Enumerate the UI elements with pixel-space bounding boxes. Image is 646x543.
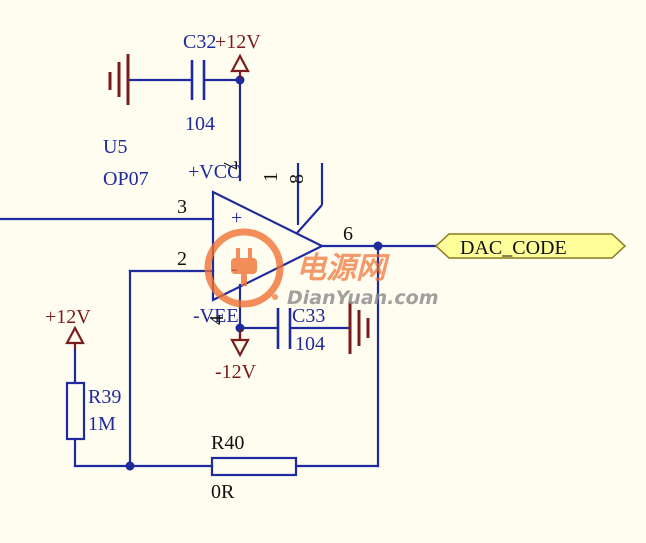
r39-ref: R39 (88, 386, 121, 408)
watermark-cn: 电源网 (296, 251, 390, 286)
c33-value: 104 (295, 333, 325, 355)
junction-dot-feedback (125, 461, 135, 471)
plug-icon (231, 248, 257, 286)
pin-2-number: 2 (177, 248, 187, 270)
watermark-en: DianYuan.com (287, 287, 439, 309)
u5-ref: U5 (103, 136, 127, 158)
power-arrow-top (230, 53, 250, 73)
u5-part: OP07 (103, 168, 149, 190)
net-label-dac-code: DAC_CODE (460, 237, 567, 259)
watermark-logo (204, 228, 284, 308)
ground-symbol-top-left (108, 54, 130, 105)
pin-6-number: 6 (343, 223, 353, 245)
c33-ref: C33 (292, 305, 325, 327)
u5-vee-label: -VEE (193, 305, 239, 327)
c32-ref: C32 (183, 31, 216, 53)
power-arrow-bottom (230, 338, 250, 358)
resistor-r39 (65, 381, 86, 441)
pin-3-number: 3 (177, 196, 187, 218)
r40-ref: R40 (211, 432, 244, 454)
watermark-dot (272, 294, 278, 300)
r40-value: 0R (211, 481, 235, 503)
u5-vcc-label: +VCC (188, 161, 240, 183)
pin-8-diag (296, 204, 323, 234)
power-label-top: +12V (215, 31, 261, 53)
pin-1-number: 1 (260, 172, 282, 182)
pin-7-number: 7 (219, 160, 241, 170)
power-label-left: +12V (45, 306, 91, 328)
r39-value: 1M (88, 413, 116, 435)
ground-symbol-bottom-right (348, 302, 370, 354)
power-label-bottom: -12V (215, 361, 257, 383)
u5-plus-sign: + (231, 207, 242, 229)
pin-4-number: 4 (206, 315, 228, 325)
resistor-r40 (210, 456, 298, 477)
net-label-flag (434, 233, 627, 259)
pin-8-number: 8 (286, 174, 308, 184)
c32-value: 104 (185, 113, 215, 135)
capacitor-c32 (190, 60, 206, 100)
power-arrow-left (65, 325, 85, 345)
capacitor-c33 (276, 308, 292, 349)
